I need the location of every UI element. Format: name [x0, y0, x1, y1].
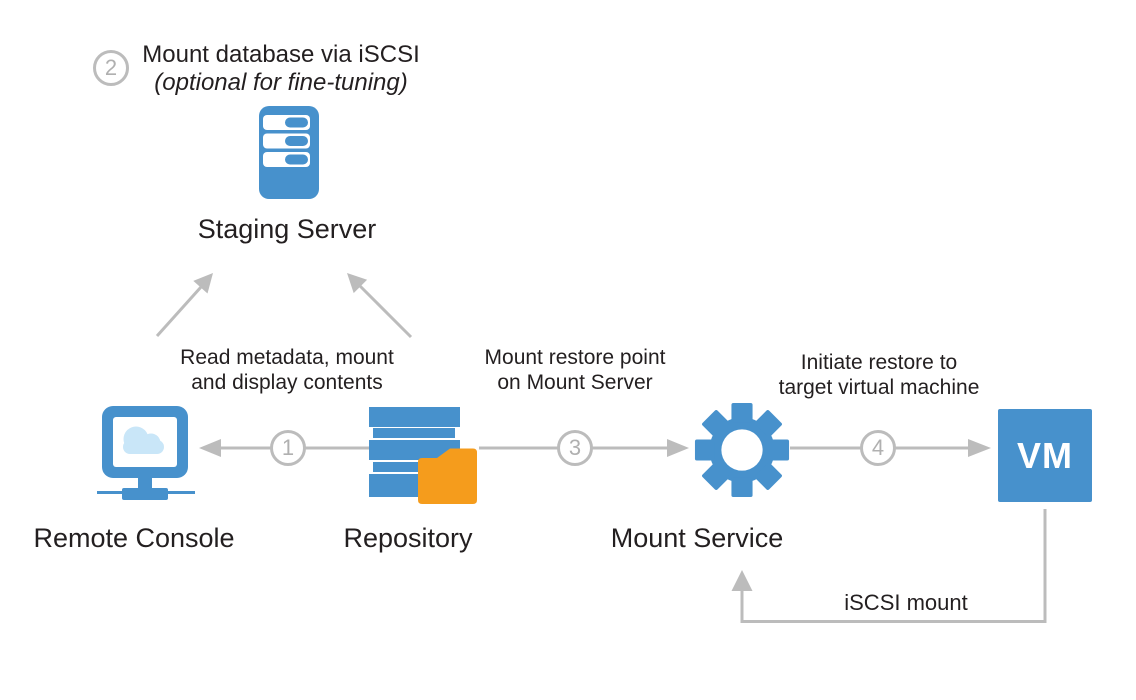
staging-server-label: Staging Server: [197, 214, 377, 244]
step-3-number: 3: [568, 435, 582, 460]
step-1-number: 1: [281, 435, 295, 460]
iscsi-loop-line: [740, 509, 1047, 623]
arrow-repo-to-staging-head: [347, 273, 368, 294]
step-2-number: 2: [104, 55, 118, 80]
iscsi-loop-head: [731, 570, 753, 591]
remote-console-label: Remote Console: [33, 523, 235, 553]
step3-label-line2: on Mount Server: [497, 371, 653, 394]
arrow-step3-head: [667, 439, 689, 457]
repository-label: Repository: [343, 523, 473, 553]
step3-label-line1: Mount restore point: [484, 346, 666, 369]
step2-subtitle: (optional for fine-tuning): [154, 69, 408, 96]
arrow-console-to-staging-head: [193, 273, 213, 294]
step1-label-line2: and display contents: [191, 371, 383, 394]
step-badge-3: 3: [557, 430, 593, 466]
mount-service-gear-icon: [694, 402, 790, 498]
arrow-step1-head: [199, 439, 221, 457]
remote-console-icon: [97, 406, 195, 500]
step-badge-1: 1: [270, 430, 306, 466]
step1-edge-label: Read metadata, mount and display content…: [180, 345, 394, 395]
step2-title: Mount database via iSCSI: [142, 41, 420, 68]
staging-server-icon: [259, 106, 319, 199]
step-badge-4: 4: [860, 430, 896, 466]
vm-node: VM: [998, 409, 1092, 502]
step4-edge-label: Initiate restore to target virtual machi…: [779, 350, 980, 400]
step2-annotation: Mount database via iSCSI (optional for f…: [142, 41, 420, 97]
monitor-stand: [138, 475, 152, 490]
gear-icon: [694, 402, 790, 498]
cloud-icon: [123, 426, 164, 454]
step-badge-2: 2: [93, 50, 129, 86]
step3-edge-label: Mount restore point on Mount Server: [485, 345, 666, 395]
arrow-step4-head: [968, 439, 991, 457]
repository-icon: [369, 407, 477, 504]
folder-icon: [418, 448, 477, 504]
iscsi-mount-label: iSCSI mount: [844, 590, 968, 615]
step1-label-line1: Read metadata, mount: [180, 346, 394, 369]
step-4-number: 4: [871, 435, 885, 460]
server-drive-bays: [263, 115, 310, 167]
disk-stack: [369, 407, 460, 497]
arrow-repo-to-staging-line: [358, 284, 413, 339]
step4-label-line1: Initiate restore to: [800, 351, 958, 374]
mount-service-label: Mount Service: [610, 523, 784, 553]
monitor-base: [122, 488, 168, 500]
vm-label: VM: [1017, 434, 1073, 476]
step4-label-line2: target virtual machine: [778, 376, 980, 399]
arrow-console-to-staging-line: [155, 285, 203, 338]
